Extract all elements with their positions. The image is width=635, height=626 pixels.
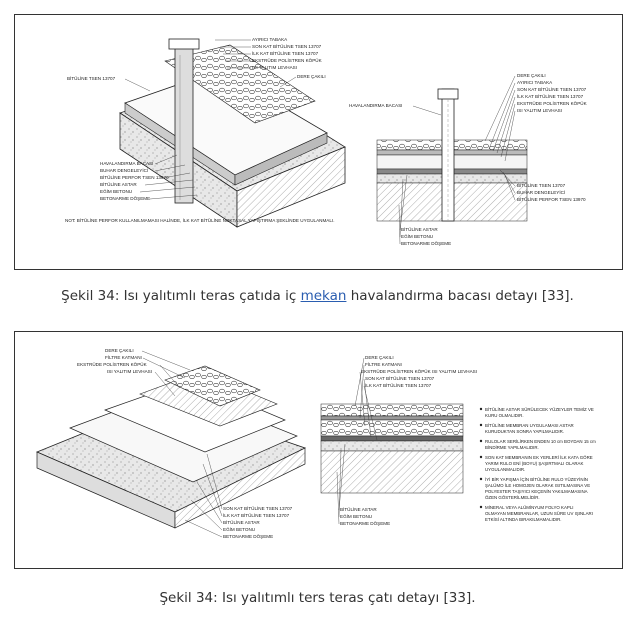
- section-label: AYIRICI TABAKA: [517, 80, 553, 85]
- note-line: İYİ BİR YAPIŞMA İÇİN BİTÜLİNE RULO YÜZEY…: [485, 477, 588, 482]
- section-drawing: [376, 88, 528, 222]
- iso-labels-top-2: DERE ÇAKILI FİLTRE KATMANI EKSTRÜDE POLİ…: [77, 348, 191, 397]
- iso-label: BİTÜLİNE ASTAR: [100, 181, 137, 187]
- iso-label: BİTÜLİNE ASTAR: [223, 519, 260, 525]
- iso-label: DERE ÇAKILI: [297, 74, 326, 79]
- section-label: EĞİM BETONU: [401, 233, 433, 239]
- iso-labels-bottom: HAVALANDIRMA BACASI BUHAR DENGELEYİCİ Bİ…: [65, 154, 334, 223]
- iso-label: SON KAT BİTÜLİNE TSEN 13707: [252, 43, 322, 49]
- note-line: RULOLAR SERİLİRKEN ENDEN 10 cm BOYDAN 15…: [485, 439, 596, 444]
- note-line: BİNDİRME YAPILMALIDIR.: [485, 445, 539, 450]
- iso-label: BETONARME DÖŞEME: [100, 195, 150, 201]
- section-label: BİTÜLİNE PERFOR TSEN 13970: [517, 196, 586, 202]
- note-line: POLYESTER TAŞIYICI KEÇENİN YAKILMAMASINA: [485, 489, 588, 494]
- caption-text: havalandırma bacası detayı [33].: [346, 288, 574, 304]
- section-label: EĞİM BETONU: [340, 513, 372, 519]
- section-label: FİLTRE KATMANI: [365, 361, 402, 367]
- bullet-dot: [479, 455, 483, 459]
- note-line: KURU OLMALIDIR.: [485, 413, 524, 418]
- section-label: BETONARME DÖŞEME: [340, 520, 390, 526]
- bullet-dot: [479, 423, 483, 427]
- iso-labels-right: AYIRICI TABAKA SON KAT BİTÜLİNE TSEN 137…: [67, 37, 326, 92]
- iso-label: DERE ÇAKILI: [105, 348, 134, 353]
- iso-label: EKSTRÜDE POLİSTREN KÖPÜK: [77, 361, 148, 367]
- note-line: OLMAYAN MEMBRANLAR, UZUN SÜRE UV IŞINLAR…: [485, 511, 593, 516]
- section-label: BETONARME DÖŞEME: [401, 240, 451, 246]
- section-labels-2: DERE ÇAKILI FİLTRE KATMANI EKSTRÜDE POLİ…: [336, 355, 477, 526]
- notes-list: BİTÜLİNE ASTAR SÜRÜLECEK YÜZEYLER TEMİZ …: [479, 407, 596, 522]
- section-label: ISI YALITIM LEVHASI: [517, 108, 562, 113]
- figure-2-caption: Şekil 34: Isı yalıtımlı ters teras çatı …: [0, 590, 635, 606]
- note-line: MİNERAL VEYA ALÜMİNYUM FOLYO KAPLI: [485, 505, 574, 510]
- section-label: DERE ÇAKILI: [517, 73, 546, 78]
- note-line: ÖZEN GÖSTERİLMELİDİR.: [485, 495, 540, 500]
- caption-text: Isı yalıtımlı ters teras çatı detayı [33…: [217, 590, 476, 606]
- section-label: İLK KAT BİTÜLİNE TSEN 13707: [517, 93, 584, 99]
- section-label: BİTÜLİNE TSEN 13707: [517, 182, 566, 188]
- section-label: HAVALANDIRMA BACASI: [349, 103, 402, 108]
- iso-label: BETONARME DÖŞEME: [223, 533, 273, 539]
- iso-label: AYIRICI TABAKA: [252, 37, 288, 42]
- iso-label: BİTÜLİNE TSEN 13707: [67, 75, 116, 81]
- iso-drawing-2: [35, 365, 307, 529]
- note-line: ŞALÜMO İLE HOMOJEN OLARAK ISITILMASINA V…: [485, 483, 590, 488]
- note-line: BİTÜLİNE MEMBRAN UYGULAMASI ASTAR: [485, 423, 574, 428]
- figure-2-drawing: DERE ÇAKILI FİLTRE KATMANI EKSTRÜDE POLİ…: [35, 348, 596, 539]
- section-label: SON KAT BİTÜLİNE TSEN 13707: [365, 375, 435, 381]
- note-line: KURUDUKTAN SONRA YAPILMALIDIR.: [485, 429, 564, 434]
- figure-1-drawing: AYIRICI TABAKA SON KAT BİTÜLİNE TSEN 137…: [65, 37, 588, 246]
- iso-label: BUHAR DENGELEYİCİ: [100, 167, 148, 173]
- iso-label: FİLTRE KATMANI: [105, 354, 142, 360]
- note-line: SON KAT MEMBRANIN EK YERLERİ İLK KATA GÖ…: [485, 455, 593, 460]
- iso-label: HAVALANDIRMA BACASI: [100, 161, 153, 166]
- caption-prefix: Şekil 34:: [61, 288, 120, 304]
- iso-label: EĞİM BETONU: [100, 188, 132, 194]
- iso-label: SON KAT BİTÜLİNE TSEN 13707: [223, 505, 293, 511]
- iso-label: İLK KAT BİTÜLİNE TSEN 13707: [223, 512, 290, 518]
- caption-link[interactable]: mekan: [300, 288, 347, 304]
- section-label: SON KAT BİTÜLİNE TSEN 13707: [517, 86, 587, 92]
- iso-label: ISI YALITIM LEVHASI: [107, 369, 152, 374]
- iso-labels-bottom-2: SON KAT BİTÜLİNE TSEN 13707 İLK KAT BİTÜ…: [184, 453, 293, 539]
- section-label: BİTÜLİNE ASTAR: [340, 506, 377, 512]
- iso-label: BİTÜLİNE PERFOR TSEN 13970: [100, 174, 169, 180]
- note-line: UYGULANMALIDIR.: [485, 467, 525, 472]
- figure-ventilation-detail: AYIRICI TABAKA SON KAT BİTÜLİNE TSEN 137…: [14, 14, 623, 270]
- section-label: EKSTRÜDE POLİSTREN KÖPÜK: [517, 100, 588, 106]
- bullet-dot: [479, 407, 483, 411]
- iso-label: ISI YALITIM LEVHASI: [252, 65, 297, 70]
- section-label: İLK KAT BİTÜLİNE TSEN 13707: [365, 382, 432, 388]
- section-label: BUHAR DENGELEYİCİ: [517, 189, 565, 195]
- iso-label: EĞİM BETONU: [223, 526, 255, 532]
- figure-inverted-roof-detail: DERE ÇAKILI FİLTRE KATMANI EKSTRÜDE POLİ…: [14, 331, 623, 569]
- section-label: BİTÜLİNE ASTAR: [401, 226, 438, 232]
- iso-label: EKSTRÜDE POLİSTREN KÖPÜK: [252, 57, 323, 63]
- bullet-dot: [479, 439, 483, 443]
- iso-drawing: [119, 38, 346, 228]
- note-line: YARIM RULO ENİ (BOYU) ŞAŞIRTMALI OLARAK: [485, 461, 583, 466]
- bullet-dot: [479, 477, 483, 481]
- section-drawing-2: [320, 403, 464, 494]
- iso-label: İLK KAT BİTÜLİNE TSEN 13707: [252, 50, 319, 56]
- section-labels: HAVALANDIRMA BACASI DERE ÇAKILI AYIRICI …: [349, 73, 588, 246]
- caption-prefix: Şekil 34:: [159, 590, 218, 606]
- section-label: DERE ÇAKILI: [365, 355, 394, 360]
- figure-note: NOT: BİTÜLİNE PERFOR KULLANILMAMASI HALİ…: [65, 217, 334, 223]
- bullet-dot: [479, 505, 483, 509]
- figure-1-caption: Şekil 34: Isı yalıtımlı teras çatıda iç …: [0, 288, 635, 304]
- section-label: EKSTRÜDE POLİSTREN KÖPÜK ISI YALITIM LEV…: [361, 368, 477, 374]
- caption-text: Isı yalıtımlı teras çatıda iç: [119, 288, 301, 304]
- note-line: BİTÜLİNE ASTAR SÜRÜLECEK YÜZEYLER TEMİZ …: [485, 407, 594, 412]
- note-line: ETKİSİ ALTINDA BIRAKILMAMALIDIR.: [485, 517, 562, 522]
